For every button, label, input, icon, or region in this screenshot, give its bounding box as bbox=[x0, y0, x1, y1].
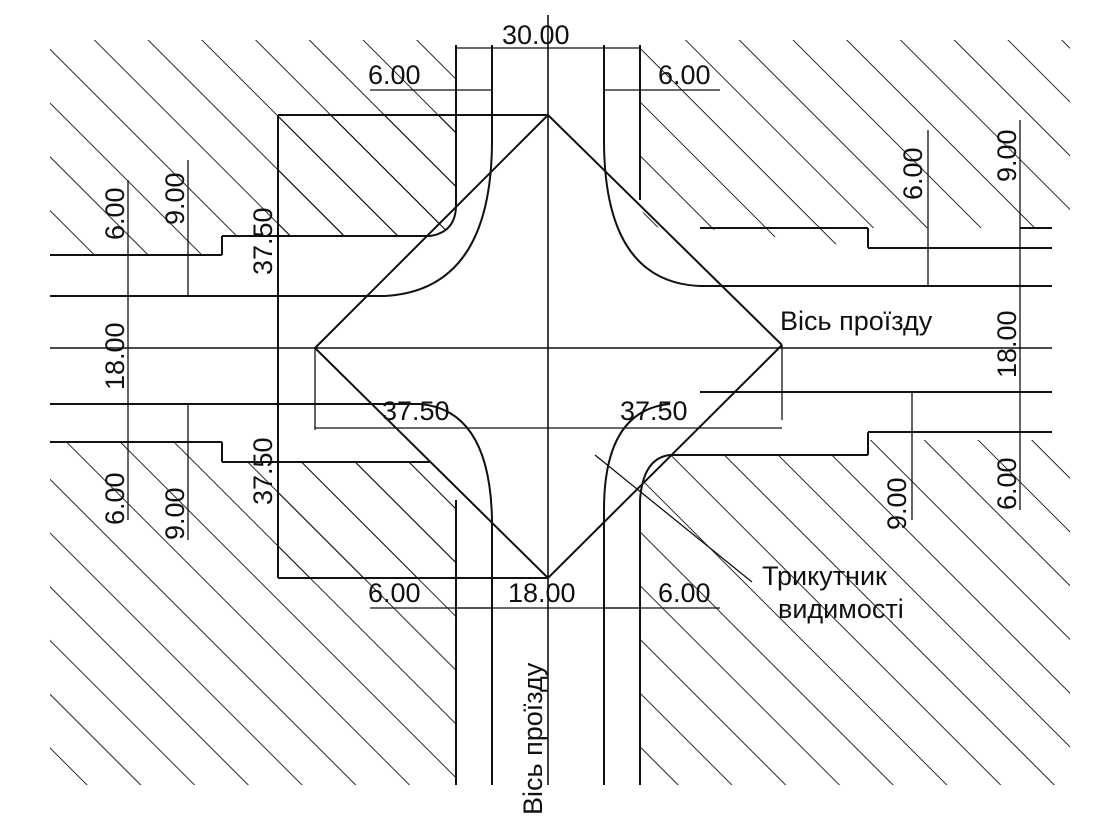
dim-top-width: 30.00 bbox=[502, 20, 570, 50]
dim-right-road-width: 18.00 bbox=[992, 310, 1022, 378]
dim-top-sidewalk-right: 6.00 bbox=[658, 60, 711, 90]
corner-triangle-top-right bbox=[640, 180, 700, 228]
dim-right-offset-bottom: 9.00 bbox=[882, 477, 912, 530]
dim-left-offset-top: 9.00 bbox=[160, 172, 190, 225]
dim-right-sidewalk-top: 6.00 bbox=[898, 147, 928, 200]
dim-center-right: 37.50 bbox=[620, 396, 688, 426]
dim-left-offset-bottom: 9.00 bbox=[160, 487, 190, 540]
label-triangle-line2: видимості bbox=[778, 594, 904, 624]
corner-hatch-bottom-left bbox=[278, 462, 456, 578]
label-triangle-line1: Трикутник bbox=[762, 561, 887, 591]
dim-center-left: 37.50 bbox=[382, 396, 450, 426]
corner-hatch-top-left bbox=[278, 115, 456, 236]
dim-top-sidewalk-left: 6.00 bbox=[368, 60, 421, 90]
dim-bottom-sidewalk-right: 6.00 bbox=[658, 578, 711, 608]
dim-right-offset-top: 9.00 bbox=[992, 129, 1022, 182]
block-top-right bbox=[640, 40, 1070, 248]
road-lines bbox=[50, 15, 1052, 785]
label-axis-horizontal: Вісь проїзду bbox=[780, 306, 933, 336]
dim-left-sidewalk-top: 6.00 bbox=[100, 187, 130, 240]
dim-bottom-sidewalk-left: 6.00 bbox=[368, 578, 421, 608]
dim-left-road-width: 18.00 bbox=[100, 322, 130, 390]
label-axis-vertical: Вісь проїзду bbox=[518, 662, 548, 815]
dim-left-setback-lower: 37.50 bbox=[248, 437, 278, 505]
dim-left-setback-upper: 37.50 bbox=[248, 207, 278, 275]
dim-left-sidewalk-bottom: 6.00 bbox=[100, 472, 130, 525]
dimension-lines bbox=[127, 47, 1021, 609]
block-bottom-right bbox=[640, 420, 1070, 785]
dim-bottom-width: 18.00 bbox=[508, 578, 576, 608]
dim-right-sidewalk-bottom: 6.00 bbox=[992, 457, 1022, 510]
visibility-diamond bbox=[277, 114, 783, 583]
